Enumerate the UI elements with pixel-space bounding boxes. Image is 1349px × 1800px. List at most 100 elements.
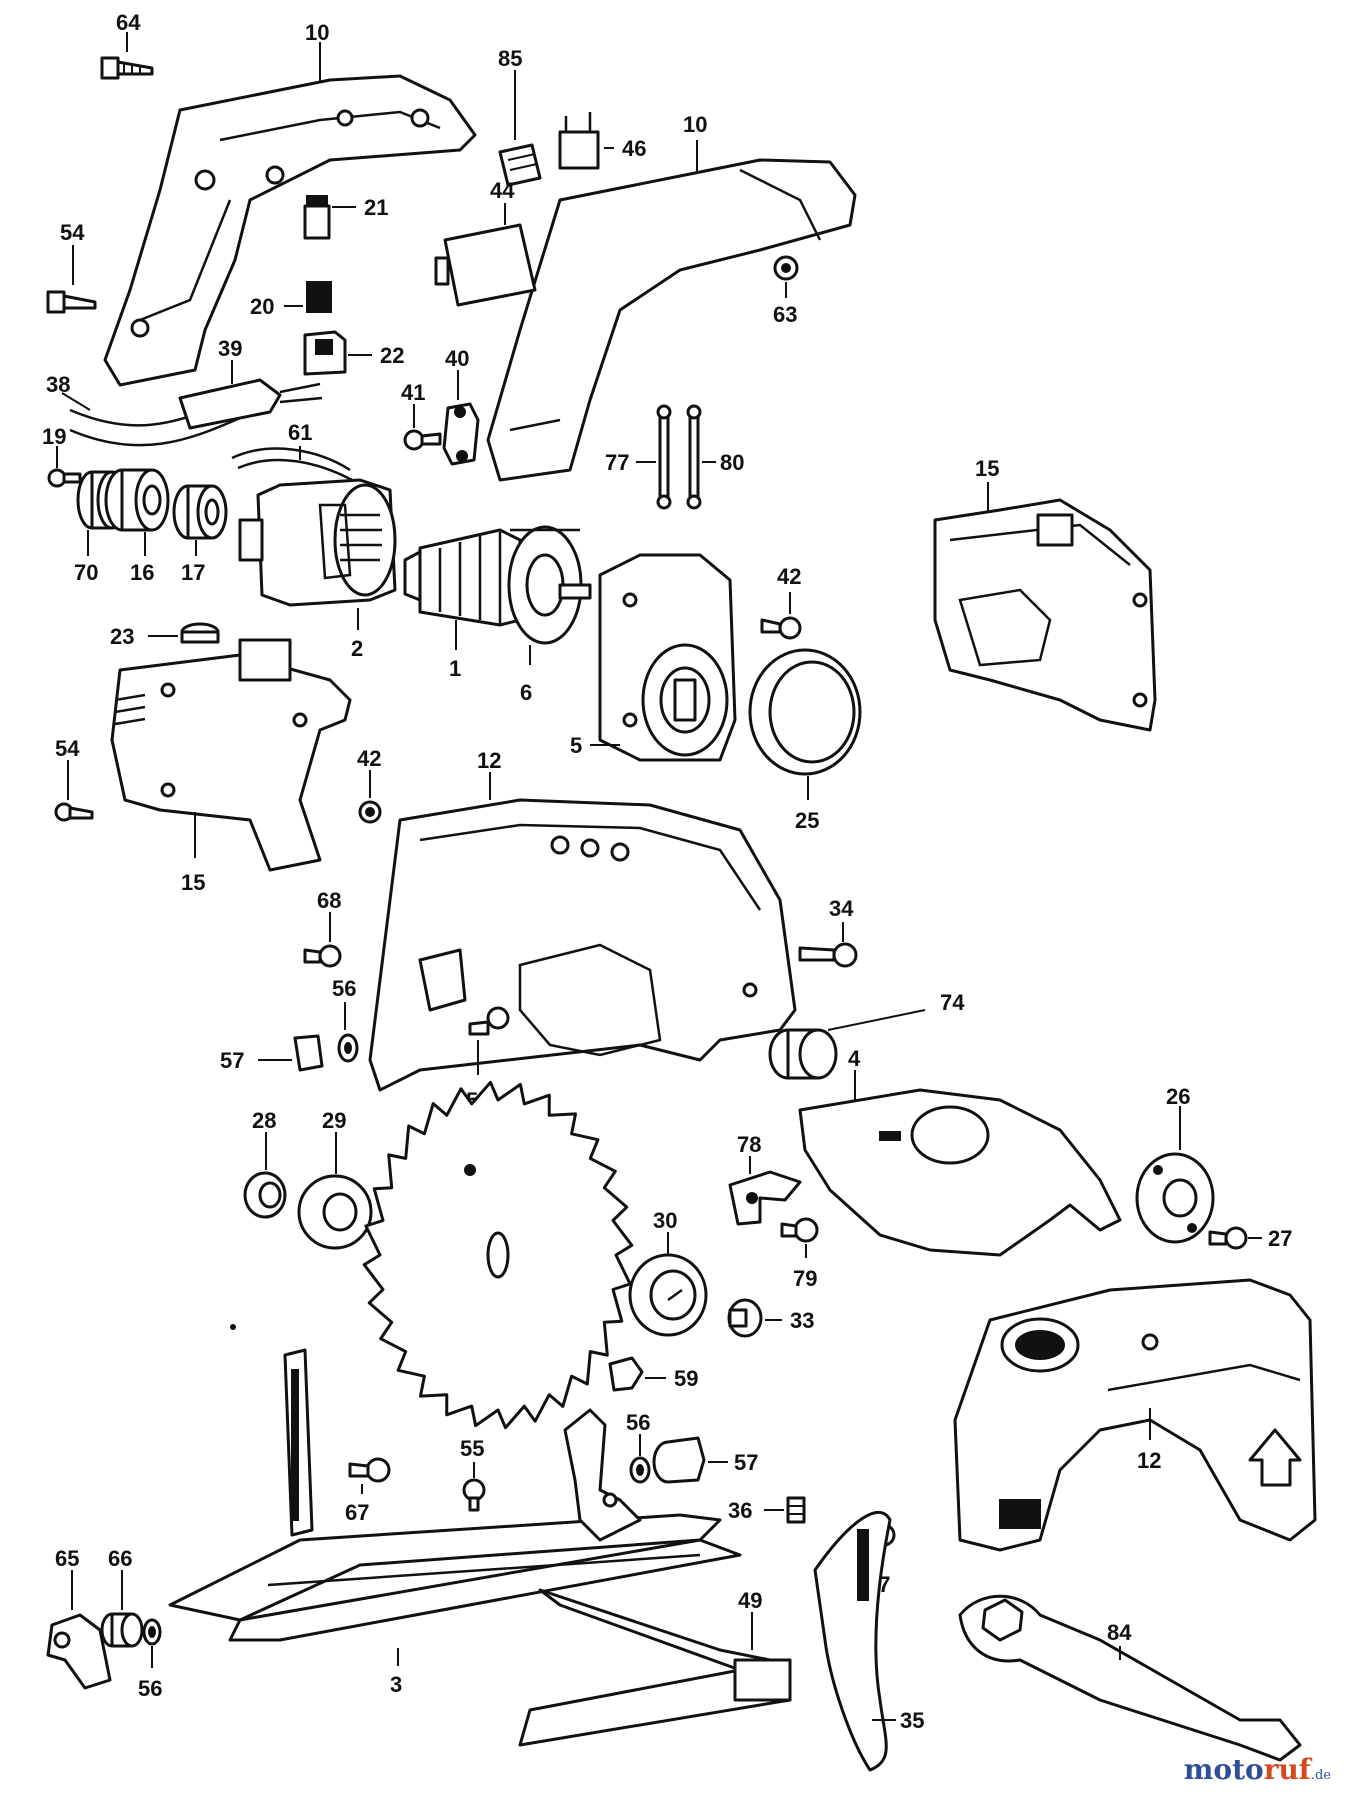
part-34-screw <box>798 942 858 968</box>
watermark-accent: ruf <box>1263 1753 1311 1786</box>
label-42-a: 42 <box>777 564 801 589</box>
label-3: 3 <box>390 1672 402 1697</box>
label-46: 46 <box>622 136 646 161</box>
label-65: 65 <box>55 1546 79 1571</box>
label-39: 39 <box>218 336 242 361</box>
part-78-clamp <box>728 1170 802 1226</box>
part-22-brush-holder <box>303 330 347 376</box>
part-65-clamp-lever <box>46 1613 112 1690</box>
part-56-washer-lower <box>142 1618 162 1646</box>
part-16-sleeve <box>104 468 170 532</box>
label-1: 1 <box>449 656 461 681</box>
label-56-b: 56 <box>626 1410 650 1435</box>
part-10-handle-left <box>103 74 477 387</box>
part-63-nut <box>773 255 799 281</box>
part-77-link <box>656 404 672 510</box>
label-17: 17 <box>181 560 205 585</box>
label-70: 70 <box>74 560 98 585</box>
label-38: 38 <box>46 372 70 397</box>
part-20-brush <box>306 281 332 313</box>
part-80-link <box>686 404 702 510</box>
label-56-a: 56 <box>332 976 356 1001</box>
part-4-lower-guard <box>798 1088 1122 1257</box>
part-84-wrench <box>958 1594 1302 1762</box>
label-12-b: 12 <box>1137 1448 1161 1473</box>
label-2: 2 <box>351 636 363 661</box>
label-21: 21 <box>364 195 388 220</box>
part-12-blade-guard-upper <box>368 798 797 1092</box>
part-25-ring <box>748 648 862 776</box>
part-79-screw <box>780 1217 819 1243</box>
label-20: 20 <box>250 294 274 319</box>
part-15-motor-housing <box>110 638 352 872</box>
label-34: 34 <box>829 896 854 921</box>
part-29-flange <box>297 1174 373 1250</box>
label-85: 85 <box>498 46 522 71</box>
label-54-a: 54 <box>60 220 85 245</box>
label-64: 64 <box>116 10 141 35</box>
part-55-screw-upper <box>468 1006 510 1036</box>
part-67-screw <box>348 1457 391 1483</box>
label-30: 30 <box>653 1208 677 1233</box>
part-54-screw-lower <box>54 802 94 822</box>
part-26-flange <box>1135 1152 1215 1244</box>
label-16: 16 <box>130 560 154 585</box>
part-19-screw <box>47 468 82 488</box>
label-59: 59 <box>674 1366 698 1391</box>
label-68: 68 <box>317 888 341 913</box>
label-66: 66 <box>108 1546 132 1571</box>
label-10-a: 10 <box>305 20 329 45</box>
label-57-b: 57 <box>734 1450 758 1475</box>
part-30-flange-nut <box>628 1253 708 1337</box>
label-35: 35 <box>900 1708 924 1733</box>
label-77: 77 <box>605 450 629 475</box>
part-28-washer <box>243 1171 287 1219</box>
label-23: 23 <box>110 624 134 649</box>
part-41-screw <box>403 429 442 451</box>
saw-blade <box>362 1080 634 1430</box>
label-5: 5 <box>570 733 582 758</box>
part-85-filter <box>498 143 542 187</box>
part-56-washer-upper <box>337 1033 359 1063</box>
part-56-washer-middle <box>629 1456 651 1484</box>
label-22: 22 <box>380 343 404 368</box>
part-42-screw-lower <box>358 800 382 824</box>
label-41: 41 <box>401 380 425 405</box>
label-42-b: 42 <box>357 746 381 771</box>
part-44-switch <box>434 223 537 307</box>
label-28: 28 <box>252 1108 276 1133</box>
label-12-a: 12 <box>477 748 501 773</box>
part-10-handle-right <box>486 158 857 482</box>
watermark-suffix: .de <box>1310 1768 1331 1783</box>
label-49: 49 <box>738 1588 762 1613</box>
label-40: 40 <box>445 346 469 371</box>
label-36: 36 <box>728 1498 752 1523</box>
label-84: 84 <box>1107 1620 1132 1645</box>
label-54-b: 54 <box>55 736 80 761</box>
label-15-b: 15 <box>181 870 205 895</box>
label-6: 6 <box>520 680 532 705</box>
label-19: 19 <box>42 424 66 449</box>
label-25: 25 <box>795 808 819 833</box>
label-80: 80 <box>720 450 744 475</box>
part-74-sleeve <box>768 1028 838 1080</box>
part-42-screw-upper <box>760 616 802 640</box>
label-26: 26 <box>1166 1084 1190 1109</box>
label-74: 74 <box>940 990 965 1015</box>
label-56-c: 56 <box>138 1676 162 1701</box>
part-23-plug <box>180 622 220 644</box>
label-10-b: 10 <box>683 112 707 137</box>
part-61-wires <box>231 447 353 482</box>
label-55-b: 55 <box>460 1436 484 1461</box>
part-1-armature <box>403 525 592 645</box>
label-63: 63 <box>773 302 797 327</box>
label-33: 33 <box>790 1308 814 1333</box>
label-15-a: 15 <box>975 456 999 481</box>
part-38-39-cable <box>69 378 323 447</box>
label-79: 79 <box>793 1266 817 1291</box>
part-21-brush-spring <box>303 195 331 240</box>
label-61: 61 <box>288 420 312 445</box>
brand-watermark: motoruf.de <box>1184 1753 1331 1786</box>
label-27: 27 <box>1268 1226 1292 1251</box>
